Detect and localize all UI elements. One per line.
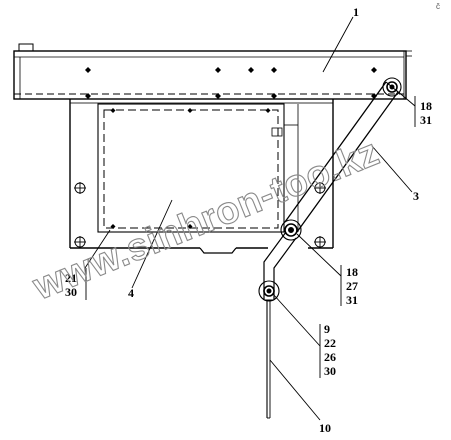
watermark-text: www.sinhron-too.kz (27, 131, 385, 308)
label-group-a-2: 31 (420, 113, 432, 127)
vertical-link (263, 231, 297, 419)
label-group-b-1: 18 (346, 265, 358, 279)
label-part-4: 4 (128, 286, 134, 300)
label-group-a-1: 18 (420, 99, 432, 113)
corner-mark: č (436, 2, 440, 11)
label-group-c-2: 22 (324, 336, 336, 350)
label-group-c-1: 9 (324, 322, 330, 336)
body-plate (69, 98, 334, 254)
label-group-d-1: 21 (65, 271, 77, 285)
label-group-c-3: 26 (324, 350, 336, 364)
hinge-joints (258, 77, 402, 302)
leader-lines (84, 16, 416, 421)
mounting-holes (74, 182, 326, 248)
label-group-d-2: 30 (65, 285, 77, 299)
label-group-b-2: 27 (346, 279, 358, 293)
label-group-c-4: 30 (324, 364, 336, 378)
label-group-b-3: 31 (346, 293, 358, 307)
label-part-3: 3 (413, 189, 419, 203)
label-part-10: 10 (319, 421, 331, 435)
label-part-1: 1 (353, 5, 359, 19)
top-beam (13, 43, 412, 100)
fastener-marks (85, 67, 377, 229)
